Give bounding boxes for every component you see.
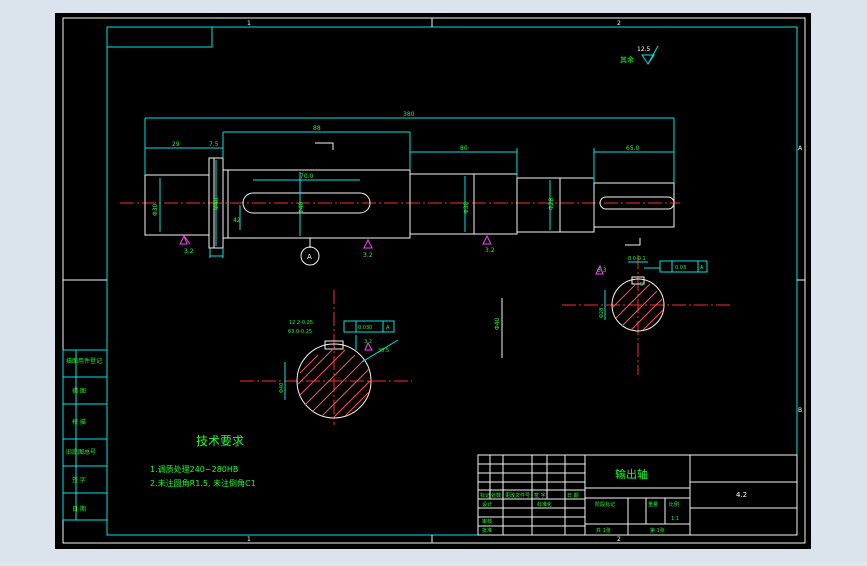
roughness-rest-value: 12.5 xyxy=(637,46,651,53)
sec-dim-2: 12.2-0.25 xyxy=(289,320,313,326)
side-cell-4: 签 字 xyxy=(72,476,86,484)
section-arrow-top xyxy=(315,142,334,150)
border-number-1-bottom: 1 xyxy=(247,536,251,543)
tb-weight: 重量 xyxy=(648,501,658,508)
side-cell-3: 旧底图总号 xyxy=(66,448,96,456)
dim-phi-right2: Φ28 xyxy=(548,197,555,210)
inner-border xyxy=(106,26,798,536)
tb-std: 标准化 xyxy=(537,501,552,508)
tb-design: 设计 xyxy=(482,501,492,508)
tol-1: 0.030 xyxy=(358,325,372,331)
tb-approve: 批准 xyxy=(482,527,492,534)
roughness-marks xyxy=(179,234,604,275)
roughness-2: 3.2 xyxy=(363,252,373,259)
tb-label-count: 处数 xyxy=(491,492,501,499)
tb-label-docno: 更改文件号 xyxy=(505,492,530,499)
sec-dim-1: 63.0-0.25 xyxy=(288,329,312,335)
tb-label-mark: 标记 xyxy=(480,492,490,499)
title-block xyxy=(477,454,798,536)
dim-65: 65.0 xyxy=(626,145,640,152)
border-number-1: 1 xyxy=(247,20,251,27)
roughness-3: 3.2 xyxy=(485,247,495,254)
side-registration-column xyxy=(62,349,108,521)
datum-a-circle xyxy=(300,246,320,266)
sec2-dim-3: Φ28 xyxy=(599,308,605,318)
datum-a-label: A xyxy=(307,253,312,261)
dim-80: 80 xyxy=(460,145,468,152)
roughness-4: 6.3 xyxy=(597,267,607,274)
section-arrow-right xyxy=(625,238,641,246)
tb-scale: 1:1 xyxy=(671,516,679,522)
section-view-right xyxy=(562,255,730,375)
tb-stage: 阶段标记 xyxy=(595,501,615,508)
dim-overall: 380 xyxy=(403,111,415,118)
dim-phi-collar: Φ48 xyxy=(213,197,220,210)
sec-dim-3: Φ40 xyxy=(279,383,285,393)
border-letter-b: B xyxy=(798,407,802,414)
dim-70: 70.0 xyxy=(300,173,314,180)
roughness-1: 3.2 xyxy=(184,248,194,255)
code-box: 4.2 xyxy=(736,491,747,499)
tb-review: 审核 xyxy=(482,518,492,525)
border-number-2-bottom: 2 xyxy=(617,536,621,543)
border-number-2: 2 xyxy=(617,20,621,27)
side-cell-5: 日 期 xyxy=(72,505,86,513)
tol-2-datum: A xyxy=(700,265,704,271)
sec-roughness: 3.2 xyxy=(364,339,372,345)
dim-left: 29 xyxy=(172,141,180,148)
side-cell-1: 描 图 xyxy=(72,387,86,395)
side-cell-2: 校 描 xyxy=(72,418,86,426)
dim-88: 88 xyxy=(313,125,321,132)
tech-req-title: 技术要求 xyxy=(196,434,244,448)
tb-sheet-no: 第 1张 xyxy=(650,527,665,534)
tol-1-datum: A xyxy=(386,325,390,331)
dim-42: 42 xyxy=(233,217,241,224)
tol-2: 0.03 xyxy=(675,265,686,271)
dim-phi-mid: Φ40 xyxy=(298,201,305,214)
sec2-dim-1: 8.0-0.1 xyxy=(628,256,646,262)
dim-7-5: 7.5 xyxy=(209,141,219,148)
border-letter-a: A xyxy=(798,145,803,152)
section-view-left xyxy=(240,290,412,425)
dim-phi-left: Φ30 xyxy=(152,203,159,216)
part-name: 输出轴 xyxy=(615,467,648,481)
vert-dim: Φ40 xyxy=(494,317,501,330)
sec2-dim-2: 5 xyxy=(640,282,643,288)
top-left-stamp xyxy=(106,26,213,48)
roughness-rest-symbol xyxy=(641,45,659,65)
tb-sheet: 共 1张 xyxy=(596,527,611,534)
side-cell-0: 描图用件登记 xyxy=(66,357,102,365)
tb-ratio: 比例 xyxy=(669,501,679,508)
drawing-canvas xyxy=(55,13,811,549)
dim-phi-right1: Φ30 xyxy=(463,201,470,214)
tech-req-line-1: 1.调质处理240~280HB xyxy=(150,464,238,474)
tech-req-line-2: 2.未注圆角R1.5, 未注倒角C1 xyxy=(150,478,256,488)
roughness-rest-label: 其余 xyxy=(620,55,634,64)
shaft-main-view xyxy=(120,157,680,249)
tb-label-date: 日 期 xyxy=(567,493,579,499)
tb-label-sign: 签 字 xyxy=(534,492,546,499)
sec-dim-4: 30.5 xyxy=(378,348,389,354)
dimension-lines xyxy=(144,117,675,258)
